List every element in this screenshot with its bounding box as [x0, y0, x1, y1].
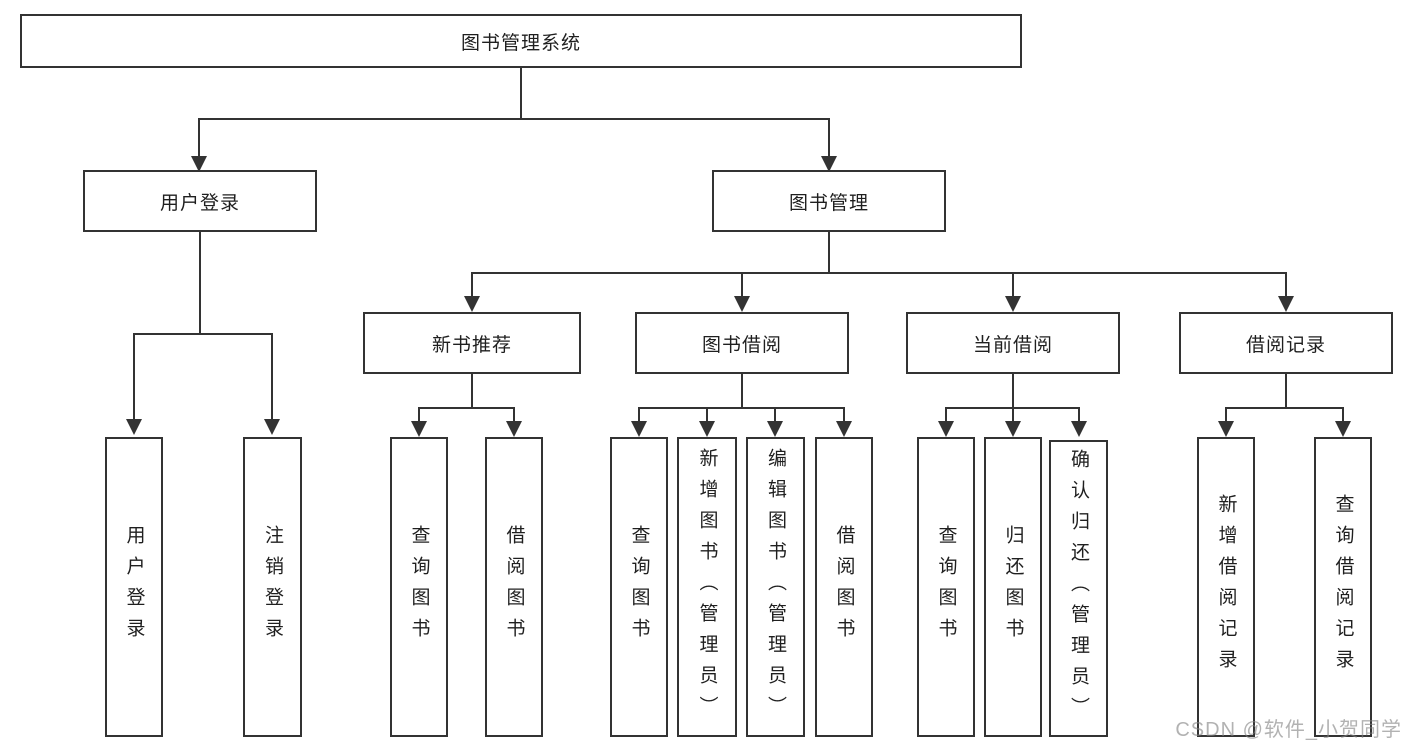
arrow-down-icon	[411, 408, 427, 437]
arrow-down-icon	[264, 334, 280, 435]
node-root: 图书管理系统	[20, 14, 1022, 68]
connector-line	[1012, 374, 1014, 408]
arrow-down-icon	[1218, 408, 1234, 437]
connector-line	[418, 407, 515, 409]
leaf-user-login: 用户登录	[105, 437, 163, 737]
leaf-borrow-books-recommend: 借阅图书	[485, 437, 543, 737]
connector-line	[520, 68, 522, 118]
arrow-down-icon	[191, 118, 207, 172]
connector-line	[1285, 374, 1287, 408]
leaf-label: 查询借阅记录	[1332, 494, 1354, 680]
leaf-query-books-recommend: 查询图书	[390, 437, 448, 737]
connector-line	[741, 374, 743, 408]
node-user-login: 用户登录	[83, 170, 317, 232]
leaf-label: 查询图书	[935, 525, 957, 649]
leaf-label: 注销登录	[262, 525, 283, 649]
arrow-down-icon	[1335, 408, 1351, 437]
leaf-edit-books-admin: 编辑图书（管理员）	[746, 437, 805, 737]
leaf-query-books-borrow: 查询图书	[610, 437, 668, 737]
node-label: 当前借阅	[972, 334, 1053, 356]
leaf-query-borrow-record: 查询借阅记录	[1314, 437, 1372, 737]
leaf-label: 借阅图书	[833, 525, 855, 649]
node-label: 用户登录	[159, 192, 240, 214]
leaf-add-borrow-record: 新增借阅记录	[1197, 437, 1255, 737]
leaf-label: 新增借阅记录	[1215, 494, 1237, 680]
arrow-down-icon	[506, 408, 522, 437]
node-root-label: 图书管理系统	[460, 32, 581, 54]
arrow-down-icon	[1005, 273, 1021, 312]
arrow-down-icon	[699, 408, 715, 437]
leaf-label: 用户登录	[123, 525, 145, 649]
leaf-borrow-books: 借阅图书	[815, 437, 873, 737]
arrow-down-icon	[631, 408, 647, 437]
leaf-label: 查询图书	[408, 525, 430, 649]
node-book-management: 图书管理	[712, 170, 946, 232]
leaf-label: 编辑图书（管理员）	[765, 447, 786, 727]
connector-line	[1225, 407, 1344, 409]
arrow-down-icon	[1278, 273, 1294, 312]
arrow-down-icon	[1071, 408, 1087, 437]
leaf-logout: 注销登录	[243, 437, 302, 737]
leaf-label: 归还图书	[1002, 525, 1024, 649]
arrow-down-icon	[836, 408, 852, 437]
connector-line	[198, 118, 830, 120]
leaf-label: 借阅图书	[503, 525, 525, 649]
arrow-down-icon	[1005, 408, 1021, 437]
node-label: 新书推荐	[431, 334, 512, 356]
leaf-label: 查询图书	[628, 525, 650, 649]
connector-line	[638, 407, 845, 409]
arrow-down-icon	[767, 408, 783, 437]
arrow-down-icon	[821, 118, 837, 172]
connector-line	[199, 232, 201, 334]
leaf-return-books: 归还图书	[984, 437, 1042, 737]
leaf-add-books-admin: 新增图书（管理员）	[677, 437, 737, 737]
arrow-down-icon	[938, 408, 954, 437]
node-label: 图书管理	[788, 192, 869, 214]
leaf-query-books-current: 查询图书	[917, 437, 975, 737]
node-label: 图书借阅	[701, 334, 782, 356]
node-current-borrow: 当前借阅	[906, 312, 1120, 374]
leaf-label: 新增图书（管理员）	[696, 447, 718, 727]
arrow-down-icon	[734, 273, 750, 312]
watermark: CSDN @软件_小贺同学	[1175, 719, 1402, 741]
connector-line	[471, 272, 1287, 274]
arrow-down-icon	[126, 334, 142, 435]
node-book-borrow: 图书借阅	[635, 312, 849, 374]
node-borrow-records: 借阅记录	[1179, 312, 1393, 374]
leaf-label: 确认归还（管理员）	[1068, 449, 1089, 728]
node-label: 借阅记录	[1245, 334, 1326, 356]
connector-line	[828, 232, 830, 273]
connector-line	[471, 374, 473, 408]
arrow-down-icon	[464, 273, 480, 312]
node-new-book-recommend: 新书推荐	[363, 312, 581, 374]
leaf-confirm-return-admin: 确认归还（管理员）	[1049, 440, 1108, 737]
connector-line	[133, 333, 273, 335]
